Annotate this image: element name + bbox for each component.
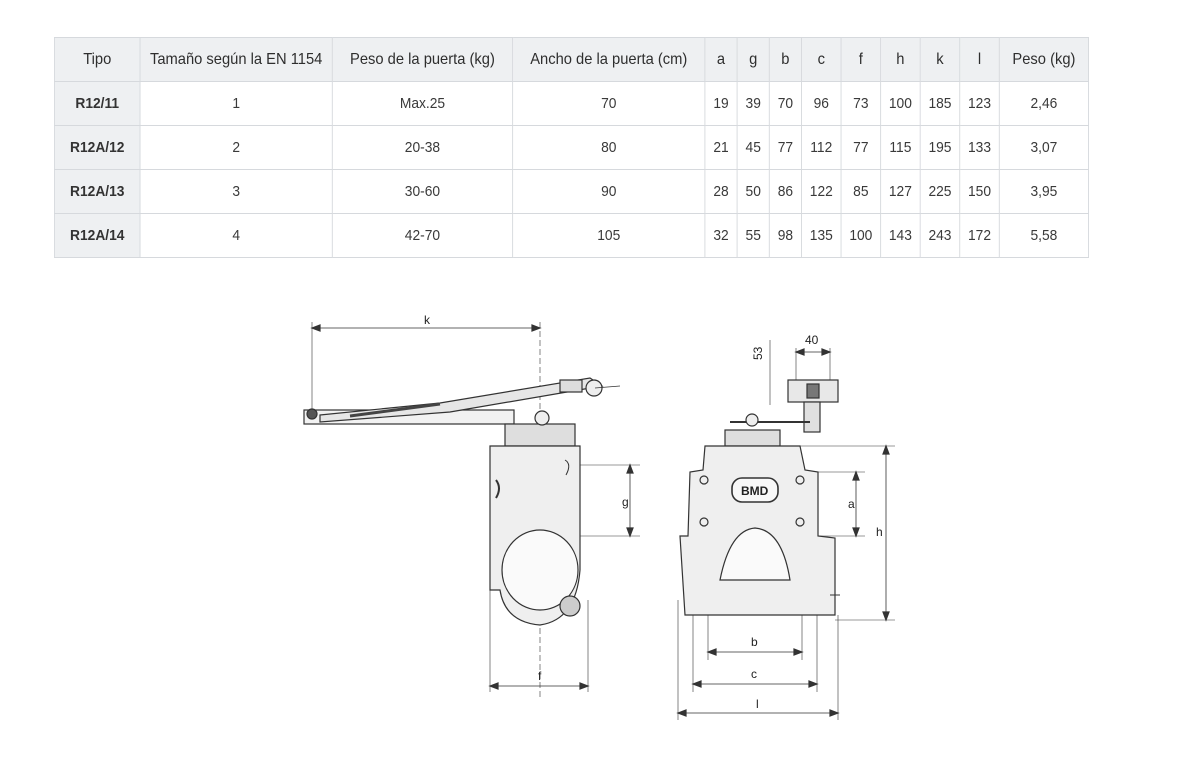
cell-c: 112: [801, 125, 842, 170]
cell-peso-puerta: Max.25: [331, 81, 514, 126]
cell-a: 28: [704, 169, 738, 214]
dim-label-f: f: [538, 669, 542, 683]
col-header-peso: Peso (kg): [998, 37, 1090, 82]
cell-ancho-puerta: 105: [512, 213, 706, 258]
cell-tipo: R12A/13: [53, 169, 141, 214]
col-header-b: b: [768, 37, 802, 82]
cell-ancho-puerta: 70: [512, 81, 706, 126]
cell-g: 45: [736, 125, 770, 170]
cell-k: 195: [919, 125, 961, 170]
dim-label-g: g: [622, 495, 629, 509]
dim-label-40: 40: [805, 333, 819, 347]
cell-c: 96: [801, 81, 842, 126]
cell-peso-puerta: 42-70: [331, 213, 514, 258]
dim-label-k: k: [424, 313, 431, 327]
cell-tamano: 3: [139, 169, 333, 214]
table-row: R12/11 1 Max.25 70 19 39 70 96 73 100 18…: [53, 81, 1090, 126]
cell-peso: 5,58: [998, 213, 1090, 258]
door-closer-technical-drawing: k g f 53 40 a h b c l BMD: [290, 300, 1150, 730]
col-header-g: g: [736, 37, 770, 82]
dim-label-h: h: [876, 525, 883, 539]
cell-k: 185: [919, 81, 961, 126]
cell-f: 85: [840, 169, 882, 214]
cell-l: 133: [959, 125, 1000, 170]
cell-f: 73: [840, 81, 882, 126]
cell-peso: 3,07: [998, 125, 1090, 170]
cell-f: 100: [840, 213, 882, 258]
col-header-f: f: [840, 37, 882, 82]
cell-h: 127: [880, 169, 921, 214]
dim-label-a: a: [848, 497, 855, 511]
cell-k: 225: [919, 169, 961, 214]
cell-f: 77: [840, 125, 882, 170]
cell-h: 143: [880, 213, 921, 258]
cell-g: 39: [736, 81, 770, 126]
cell-ancho-puerta: 90: [512, 169, 706, 214]
cell-tamano: 2: [139, 125, 333, 170]
cell-tipo: R12A/14: [53, 213, 141, 258]
col-header-a: a: [704, 37, 738, 82]
table-header-row: Tipo Tamaño según la EN 1154 Peso de la …: [53, 37, 1090, 82]
table-row: R12A/12 2 20-38 80 21 45 77 112 77 115 1…: [53, 125, 1090, 170]
dim-label-c: c: [751, 667, 757, 681]
table-row: R12A/14 4 42-70 105 32 55 98 135 100 143…: [53, 213, 1090, 258]
col-header-k: k: [919, 37, 961, 82]
cell-a: 21: [704, 125, 738, 170]
dim-label-b: b: [751, 635, 758, 649]
cell-tamano: 4: [139, 213, 333, 258]
cell-l: 150: [959, 169, 1000, 214]
cell-a: 19: [704, 81, 738, 126]
cell-peso: 3,95: [998, 169, 1090, 214]
col-header-tamano: Tamaño según la EN 1154: [139, 37, 333, 82]
cell-ancho-puerta: 80: [512, 125, 706, 170]
cell-g: 50: [736, 169, 770, 214]
cell-b: 98: [768, 213, 802, 258]
cell-l: 123: [959, 81, 1000, 126]
cell-k: 243: [919, 213, 961, 258]
cell-peso-puerta: 30-60: [331, 169, 514, 214]
cell-b: 70: [768, 81, 802, 126]
front-view: [676, 340, 895, 720]
spec-table: Tipo Tamaño según la EN 1154 Peso de la …: [53, 37, 1090, 258]
cell-g: 55: [736, 213, 770, 258]
cell-h: 100: [880, 81, 921, 126]
cell-tipo: R12A/12: [53, 125, 141, 170]
cell-a: 32: [704, 213, 738, 258]
table-row: R12A/13 3 30-60 90 28 50 86 122 85 127 2…: [53, 169, 1090, 214]
cell-h: 115: [880, 125, 921, 170]
cell-b: 86: [768, 169, 802, 214]
col-header-peso-puerta: Peso de la puerta (kg): [331, 37, 514, 82]
cell-tipo: R12/11: [53, 81, 141, 126]
cell-peso-puerta: 20-38: [331, 125, 514, 170]
cell-c: 122: [801, 169, 842, 214]
col-header-tipo: Tipo: [53, 37, 141, 82]
cell-l: 172: [959, 213, 1000, 258]
cell-c: 135: [801, 213, 842, 258]
side-view: [303, 322, 640, 700]
dim-label-53: 53: [751, 346, 765, 360]
col-header-l: l: [959, 37, 1000, 82]
col-header-h: h: [880, 37, 921, 82]
cell-tamano: 1: [139, 81, 333, 126]
cell-peso: 2,46: [998, 81, 1090, 126]
dim-label-l: l: [756, 697, 759, 711]
col-header-ancho-puerta: Ancho de la puerta (cm): [512, 37, 706, 82]
cell-b: 77: [768, 125, 802, 170]
col-header-c: c: [801, 37, 842, 82]
brand-logo: BMD: [741, 484, 769, 498]
